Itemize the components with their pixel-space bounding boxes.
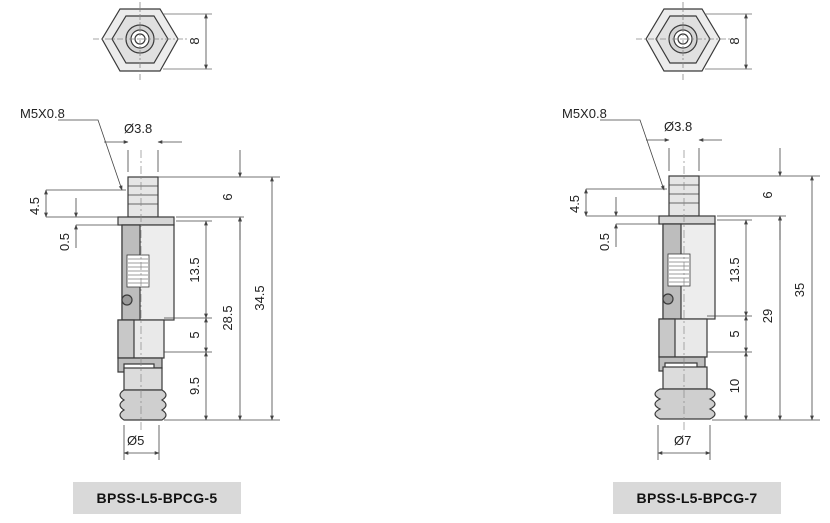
hex-height-label-right: 8 <box>727 37 742 44</box>
side-view-left <box>117 150 175 432</box>
dimensions-right <box>584 119 820 460</box>
model-caption-left: BPSS-L5-BPCG-5 <box>73 482 241 514</box>
hex-height-label-left: 8 <box>187 37 202 44</box>
pad-dia-label-left: Ø5 <box>127 433 144 448</box>
dimensions-left <box>44 119 280 460</box>
dim-labels-right: M5X0.8 Ø3.8 4.5 0.5 6 13.5 5 10 29 35 Ø7 <box>562 106 807 448</box>
dim-13-5-label-left: 13.5 <box>187 257 202 282</box>
tip-dia-label-right: Ø3.8 <box>664 119 692 134</box>
thread-label-left: M5X0.8 <box>20 106 65 121</box>
dim-5-label-right: 5 <box>727 330 742 337</box>
dim-pad-label-right: 10 <box>727 379 742 393</box>
dim-4-5-label-right: 4.5 <box>567 195 582 213</box>
model-caption-right: BPSS-L5-BPCG-7 <box>613 482 781 514</box>
hex-height-dim-left: 8 <box>163 13 212 70</box>
dim-labels-left: M5X0.8 Ø3.8 4.5 0.5 6 13.5 5 9.5 28.5 34… <box>20 106 267 448</box>
dim-mid-label-left: 28.5 <box>220 305 235 330</box>
dim-6-label-right: 6 <box>760 191 775 198</box>
dim-0-5-label-right: 0.5 <box>597 233 612 251</box>
drawing-left: 8 <box>20 2 280 460</box>
side-view-right <box>654 150 716 432</box>
dim-5-label-left: 5 <box>187 331 202 338</box>
dim-pad-label-left: 9.5 <box>187 377 202 395</box>
drawing-right: 8 <box>562 2 820 460</box>
dim-13-5-label-right: 13.5 <box>727 257 742 282</box>
pad-dia-label-right: Ø7 <box>674 433 691 448</box>
hex-height-dim-right: 8 <box>705 13 752 70</box>
dim-mid-label-right: 29 <box>760 309 775 323</box>
dim-6-label-left: 6 <box>220 193 235 200</box>
dim-total-label-left: 34.5 <box>252 285 267 310</box>
thread-label-right: M5X0.8 <box>562 106 607 121</box>
hex-top-view-left <box>93 2 188 80</box>
tip-dia-label-left: Ø3.8 <box>124 121 152 136</box>
hex-top-view-right <box>636 2 730 80</box>
dim-total-label-right: 35 <box>792 283 807 297</box>
dim-4-5-label-left: 4.5 <box>27 197 42 215</box>
dim-0-5-label-left: 0.5 <box>57 233 72 251</box>
